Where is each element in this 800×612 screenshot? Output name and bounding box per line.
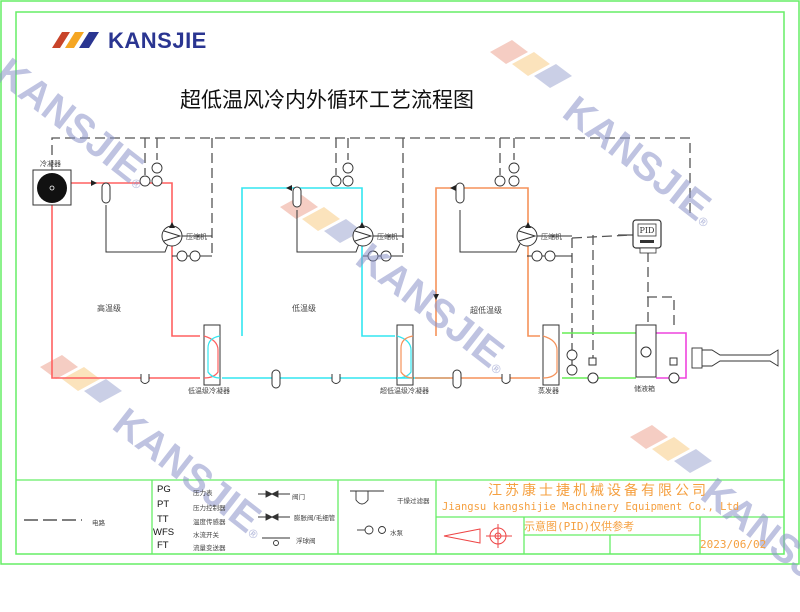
high-stage-loop [51,182,200,379]
compressors [161,225,538,247]
legend-code-wfs: WFS [153,527,175,538]
legend-float-valve: 浮球阀 [296,537,316,545]
pumps [587,357,680,384]
legend-circuit-label: 电路 [92,519,105,527]
legend-symbols [258,490,386,546]
heat-exchangers [203,324,560,386]
gauges [139,162,578,376]
svg-text:PID: PID [640,226,655,235]
liquid-line-devices [140,369,511,389]
coolant-loop [562,332,636,379]
stage-label-ultra-low: 超低温级 [470,306,502,315]
hx-inner-coils [203,335,558,379]
legend-desc-pt: 压力控制器 [193,504,226,512]
company-name-en: Jiangsu kangshijie Machinery Equipment C… [442,501,740,513]
flow-arrows [91,180,531,300]
legend-desc-wfs: 水流开关 [193,531,219,539]
legend-code-pt: PT [157,499,170,510]
legend-expansion-valve: 膨胀阀/毛细管 [294,514,336,522]
secondary-loop [656,332,687,379]
stage-label-high: 高温级 [97,304,121,313]
receiver-tanks [101,182,465,208]
air-condenser [32,169,72,206]
legend-code-pg: PG [157,484,171,495]
legend-code-ft: FT [157,540,169,551]
schematic-note: 示意图(PID)仅供参考 [524,520,635,533]
label-low-temp-condenser: 低温级冷凝器 [188,387,230,395]
projection-symbol [443,524,512,548]
pid-controller: PID [632,219,662,254]
legend-desc-pg: 压力表 [193,489,213,497]
outer-frame [0,0,800,565]
liquid-tank [635,324,657,378]
legend-water-pump: 水泵 [390,529,403,537]
legend-valve: 阀门 [292,493,305,501]
brand-logo-mark [52,32,99,48]
pid-diagram-canvas: PID [0,0,800,565]
label-evaporator: 蒸发器 [538,387,559,395]
drawing-date: 2023/06/02 [700,538,767,551]
legend-code-tt: TT [157,514,169,525]
high-stage-suction [105,205,169,253]
label-compressor-2: 压缩机 [377,233,398,241]
label-air-condenser: 冷凝器 [40,160,61,168]
label-compressor-1: 压缩机 [186,233,207,241]
label-ultra-low-temp-condenser: 超低温级冷凝器 [380,387,429,395]
low-stage-suction [296,210,360,253]
watermark-stripes [40,40,712,473]
company-name-cn: 江苏康士捷机械设备有限公司 [488,483,709,499]
wind-tunnel [691,347,779,369]
diagram-title: 超低温风冷内外循环工艺流程图 [180,88,474,112]
inner-frame [15,11,785,555]
ultra-low-stage-suction [459,210,521,253]
legend-desc-tt: 温度传感器 [193,518,226,526]
legend-grid [16,479,784,554]
legend-dryer-filter: 干燥过滤器 [397,497,430,505]
label-compressor-3: 压缩机 [541,233,562,241]
label-liquid-tank: 储液箱 [634,385,655,393]
legend-desc-ft: 流量变送器 [193,544,226,552]
brand-logo-text: KANSJIE [108,28,207,53]
stage-label-low: 低温级 [292,304,316,313]
